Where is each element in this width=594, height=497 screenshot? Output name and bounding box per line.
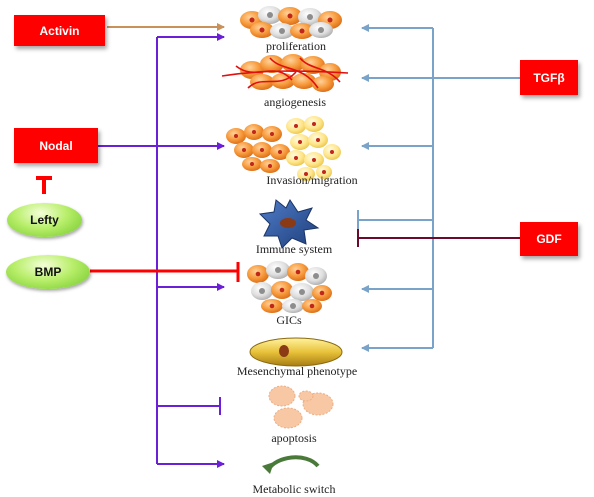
gics-cells-image	[247, 261, 332, 313]
bmp-inhibition	[90, 262, 240, 282]
gics-label: GICs	[276, 313, 302, 327]
metabolic-switch-label: Metabolic switch	[252, 482, 336, 496]
angiogenesis-label: angiogenesis	[264, 95, 326, 109]
bmp-ellipse: BMP	[6, 255, 90, 289]
activin-box: Activin	[14, 15, 105, 46]
proliferation-cells-image	[240, 6, 342, 39]
angiogenesis-cells-image	[221, 54, 349, 92]
gdf-inhibition	[357, 229, 520, 247]
lefty-inhibition	[36, 176, 52, 194]
proliferation-label: proliferation	[266, 39, 326, 53]
gdf-box: GDF	[520, 222, 578, 256]
mesenchymal-cell-image	[249, 337, 343, 367]
immune-system-label: Immune system	[255, 242, 333, 256]
nodal-box: Nodal	[14, 128, 98, 163]
apoptosis-cells-image	[268, 385, 334, 429]
purple-pathway	[98, 33, 225, 468]
invasion-migration-label: Invasion/migration	[266, 173, 358, 187]
mesenchymal-phenotype-label: Mesenchymal phenotype	[236, 364, 358, 378]
lefty-ellipse: Lefty	[7, 203, 82, 237]
immune-cell-image	[258, 199, 320, 249]
tgfb-box: TGFβ	[520, 60, 578, 95]
metabolic-switch-image	[262, 455, 320, 474]
apoptosis-label: apoptosis	[271, 431, 317, 445]
blue-pathway	[357, 24, 520, 352]
invasion-cells-image	[226, 116, 341, 181]
